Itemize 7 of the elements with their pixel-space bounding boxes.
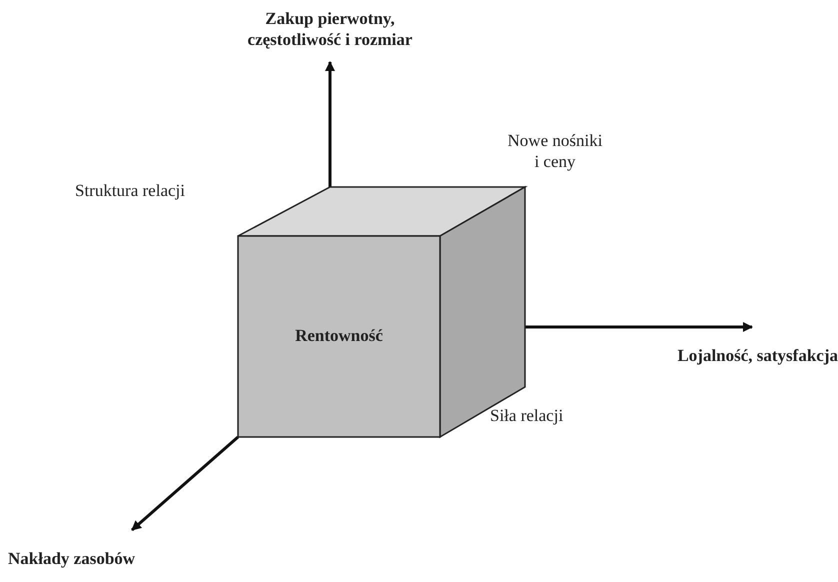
axis-label: Lojalność, satysfakcja <box>676 345 838 366</box>
dimension-label: Struktura relacji <box>75 180 186 202</box>
cube-label: Rentowność <box>294 325 384 346</box>
axis-label: Nakłady zasobów <box>8 548 136 570</box>
dimension-label: Siła relacji <box>490 405 564 426</box>
dimension-label: Nowe nośniki i ceny <box>506 130 604 172</box>
axis-label: Zakup pierwotny, częstotliwość i rozmiar <box>246 8 414 50</box>
